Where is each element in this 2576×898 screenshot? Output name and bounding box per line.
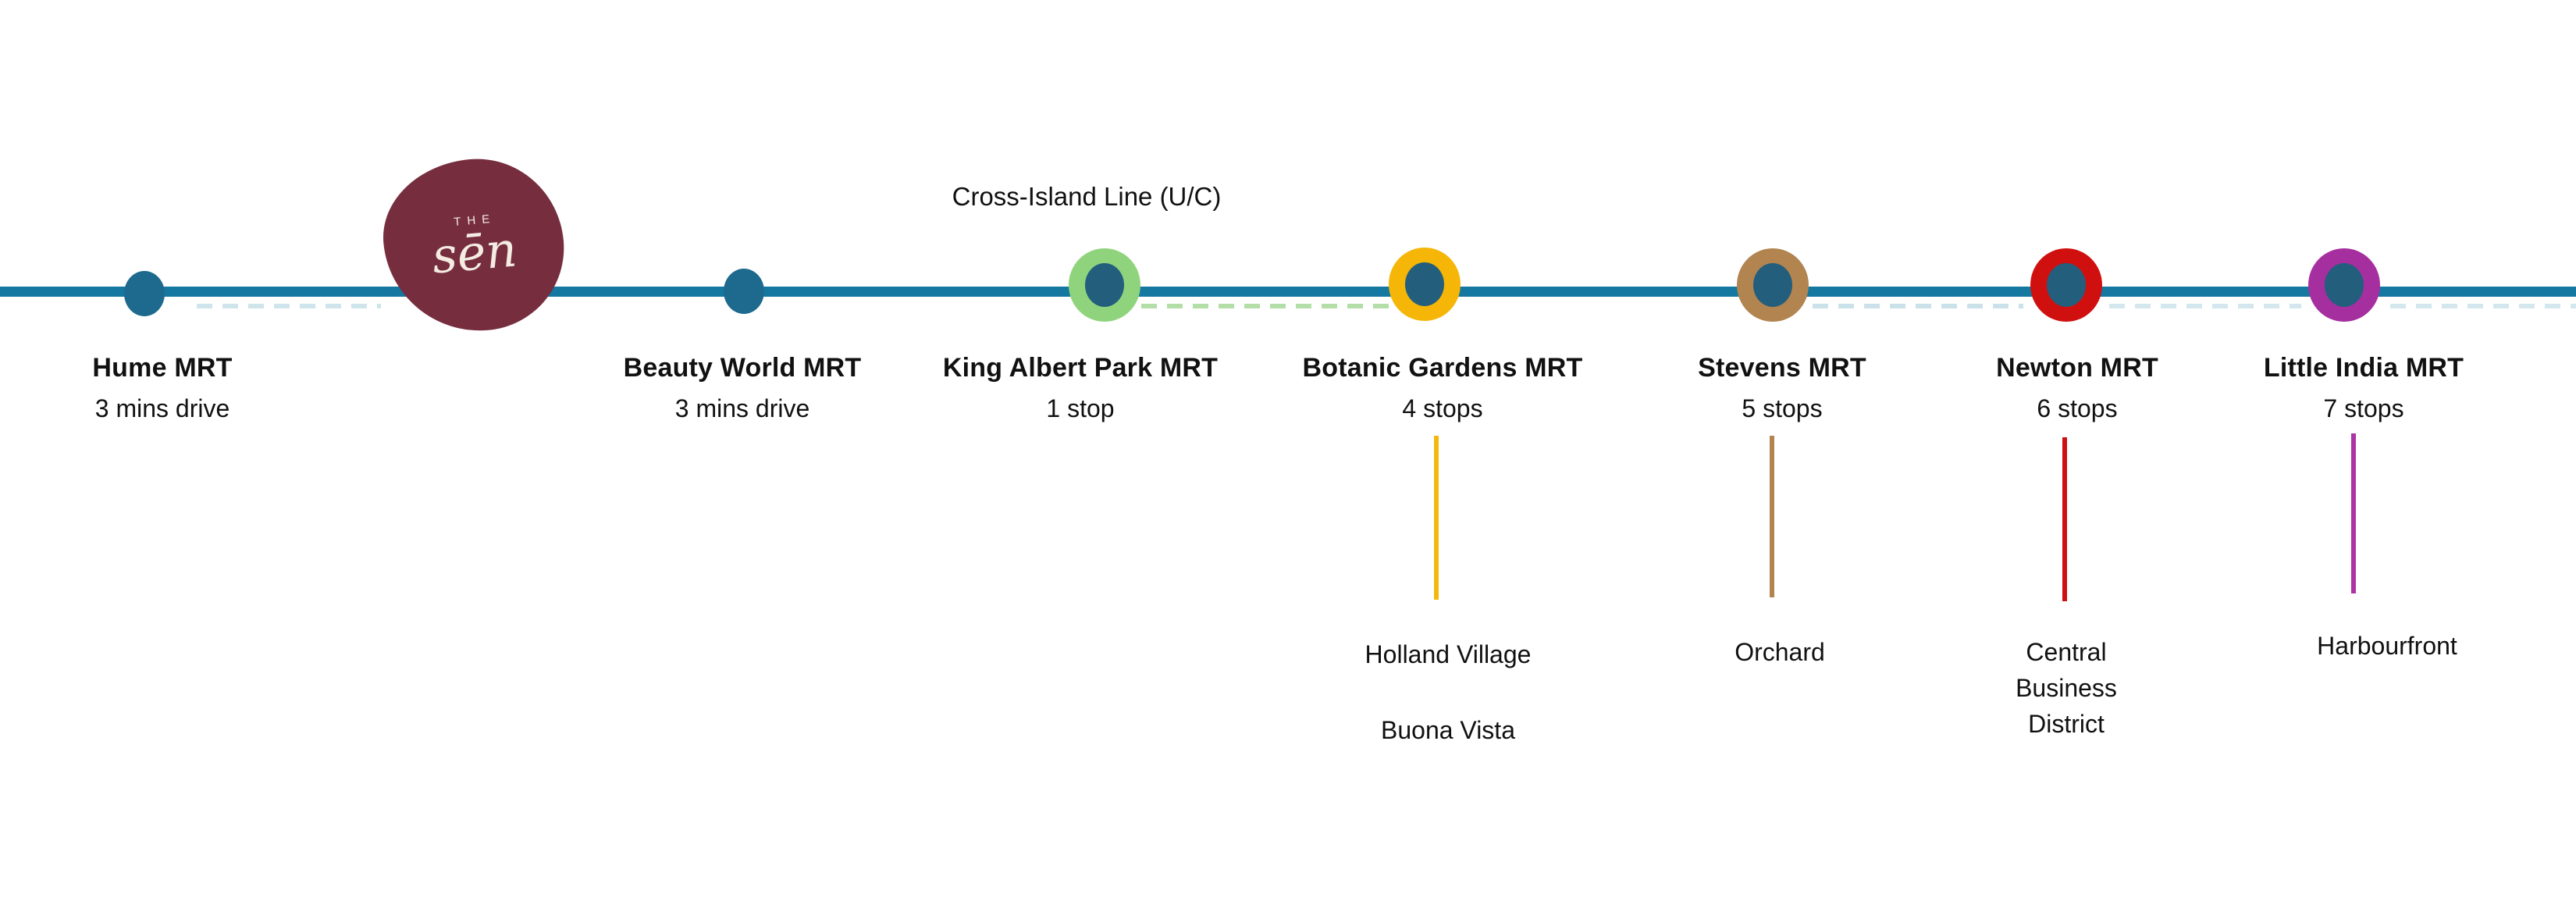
dashed-line-segment (2109, 304, 2301, 308)
destination-label: Central (2026, 638, 2107, 666)
logo-text-sen: sēn (429, 220, 520, 285)
station-distance-label: 3 mins drive (94, 394, 230, 422)
station-distance-label: 4 stops (1402, 394, 1483, 422)
destination-label: Holland Village (1364, 640, 1532, 668)
botanic-gardens-branch-line (1434, 436, 1439, 600)
station-name: Stevens MRT (1698, 353, 1866, 383)
station-dot-inner-icon (1085, 263, 1124, 307)
interchange-station-dot-icon (1389, 248, 1461, 321)
destination-label: Harbourfront (2317, 632, 2457, 660)
dashed-line-segment (197, 304, 381, 308)
mrt-line (0, 287, 2576, 297)
station-dot-icon (724, 269, 764, 314)
destination-label: District (2028, 710, 2105, 738)
destination-label: Business (2016, 674, 2117, 702)
interchange-station-dot-icon (1069, 248, 1140, 322)
little-india-branch-line (2351, 433, 2356, 593)
dashed-line-segment (1813, 304, 2023, 308)
newton-branch-line (2062, 437, 2067, 601)
station-name: Beauty World MRT (623, 353, 862, 383)
station-name: Newton MRT (1996, 353, 2158, 383)
station-distance-label: 7 stops (2323, 394, 2404, 422)
station-name: Botanic Gardens MRT (1302, 353, 1583, 383)
interchange-station-dot-icon (1737, 248, 1809, 322)
interchange-station-dot-icon (2030, 248, 2102, 322)
station-distance-label: 6 stops (2037, 394, 2118, 422)
the-sen-logo: THE sēn (376, 151, 571, 339)
destination-label: Orchard (1735, 638, 1825, 666)
station-dot-icon (124, 271, 165, 316)
station-dot-inner-icon (1753, 263, 1792, 307)
station-distance-label: 1 stop (1046, 394, 1115, 422)
dashed-line-segment (2390, 304, 2576, 308)
interchange-station-dot-icon (2308, 248, 2380, 322)
station-distance-label: 3 mins drive (674, 394, 810, 422)
station-name: Hume MRT (92, 353, 233, 383)
station-name: King Albert Park MRT (942, 353, 1219, 383)
station-dot-inner-icon (2325, 263, 2364, 307)
dashed-line-segment (1141, 304, 1394, 308)
destination-label: Buona Vista (1381, 716, 1515, 744)
station-name: Little India MRT (2263, 353, 2464, 383)
station-dot-inner-icon (2047, 263, 2086, 307)
station-distance-label: 5 stops (1742, 394, 1823, 422)
cross-island-line-annotation: Cross-Island Line (U/C) (952, 182, 1222, 211)
station-dot-inner-icon (1405, 262, 1444, 306)
stevens-branch-line (1770, 436, 1774, 597)
